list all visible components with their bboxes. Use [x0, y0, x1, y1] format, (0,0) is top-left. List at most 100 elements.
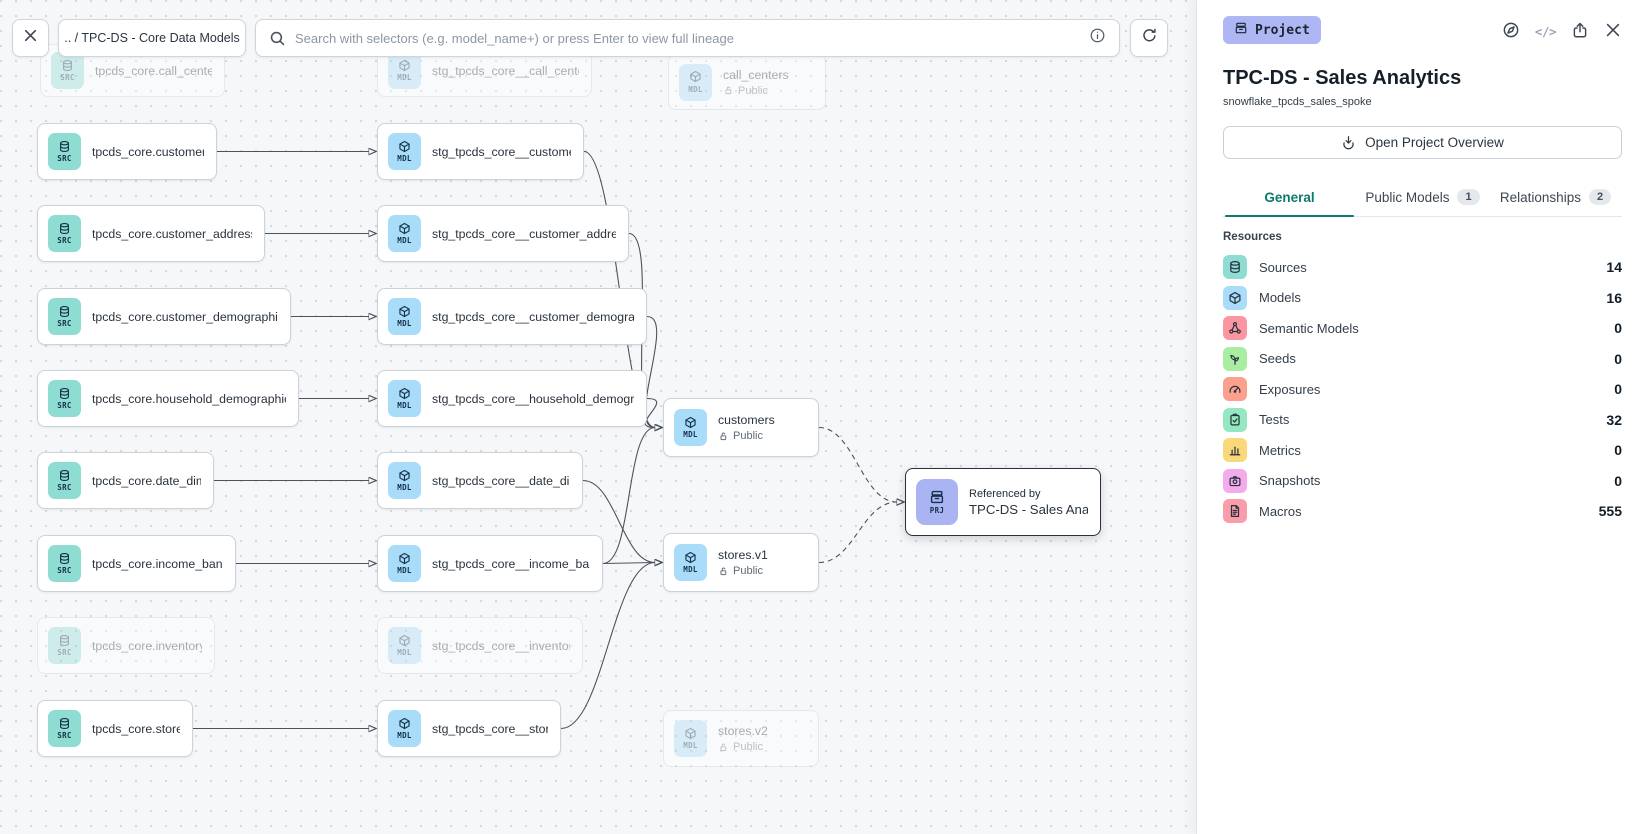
node-label: tpcds_core.customer_demographics [92, 309, 278, 324]
unlock-icon [718, 431, 729, 442]
share-icon [1571, 21, 1589, 42]
panel-header: Project </> [1223, 0, 1622, 44]
cube-icon: MDL [388, 215, 421, 252]
tab-label: General [1264, 189, 1315, 205]
unlock-icon [723, 85, 734, 96]
node-label: stg_tpcds_core__call_center [432, 63, 579, 78]
edge-stg_income_band-to-customers [602, 428, 655, 565]
search-input[interactable] [295, 30, 1080, 46]
node-label: stg_tpcds_core__customer [432, 144, 571, 159]
refresh-button[interactable] [1130, 19, 1168, 57]
project-icon [1234, 21, 1248, 39]
database-icon: SRC [48, 710, 81, 747]
explore-compass-button[interactable] [1502, 21, 1520, 42]
lineage-node-src_income_band[interactable]: SRC tpcds_core.income_band [37, 535, 236, 592]
lineage-node-stg_customer_address[interactable]: MDL stg_tpcds_core__customer_address [377, 205, 629, 262]
resource-count: 32 [1606, 411, 1622, 428]
resource-label: Macros [1259, 503, 1302, 519]
tab-label: Relationships [1499, 189, 1581, 205]
close-lineage-button[interactable] [12, 19, 49, 57]
node-label: stg_tpcds_core__inventory [432, 638, 570, 653]
resource-type-badge: Project [1223, 16, 1321, 44]
cube-icon: MDL [679, 63, 712, 101]
resource-count: 0 [1614, 320, 1622, 337]
code-icon: </> [1534, 24, 1557, 39]
clipboard-check-icon [1223, 407, 1247, 432]
node-label: tpcds_core.customer [92, 144, 204, 159]
panel-actions: </> [1502, 16, 1622, 42]
tab-general[interactable]: General [1223, 180, 1356, 217]
info-icon[interactable] [1089, 27, 1106, 49]
compass-icon [1502, 21, 1520, 42]
resource-label: Seeds [1259, 351, 1296, 367]
cube-icon: MDL [388, 298, 421, 335]
tab-label: Public Models [1365, 189, 1450, 205]
node-label: TPC-DS - Sales Analytics [969, 501, 1088, 517]
edge-stg_date_dim-to-stores_v1 [582, 479, 655, 563]
breadcrumb[interactable]: .. / TPC-DS - Core Data Models [58, 19, 246, 57]
lineage-node-stg_customer_demographics[interactable]: MDL stg_tpcds_core__customer_demogra… [377, 288, 647, 345]
cube-icon: MDL [388, 380, 421, 417]
project-subtitle: snowflake_tpcds_sales_spoke [1223, 96, 1372, 108]
node-label: tpcds_core.customer_address [92, 226, 252, 241]
node-label: tpcds_core.inventory [92, 638, 202, 653]
document-icon [1223, 499, 1247, 524]
project-detail-panel: Project </> TPC-DS - Sales Analytics sno… [1196, 0, 1648, 834]
open-project-overview-button[interactable]: Open Project Overview [1223, 126, 1622, 159]
node-label: stg_tpcds_core__customer_address [432, 226, 616, 241]
database-icon: SRC [48, 298, 81, 335]
code-view-button[interactable]: </> [1534, 24, 1557, 39]
node-label: stg_tpcds_core__customer_demogra… [432, 309, 634, 324]
search-bar [255, 19, 1120, 57]
close-icon [1604, 21, 1622, 42]
resource-label: Metrics [1259, 442, 1301, 458]
unlock-icon [718, 566, 729, 577]
tab-count-badge: 1 [1457, 189, 1480, 205]
cube-icon: MDL [388, 462, 421, 499]
refresh-icon [1141, 27, 1158, 49]
resource-row-seeds[interactable]: Seeds 0 [1223, 344, 1622, 375]
node-visibility: Public [718, 565, 768, 577]
cube-icon [1223, 285, 1247, 310]
share-button[interactable] [1571, 21, 1589, 42]
resource-count: 0 [1614, 350, 1622, 367]
cube-icon: MDL [388, 52, 421, 89]
cube-icon: MDL [388, 545, 421, 582]
database-icon: SRC [48, 545, 81, 582]
lineage-node-src_customer_demographics[interactable]: SRC tpcds_core.customer_demographics [37, 288, 291, 345]
camera-icon [1223, 468, 1247, 493]
node-visibility: Public [723, 85, 789, 97]
node-label: stg_tpcds_core__store [432, 721, 548, 736]
tab-public-models[interactable]: Public Models 1 [1356, 180, 1489, 216]
node-label: tpcds_core.income_band [92, 556, 223, 571]
close-panel-button[interactable] [1604, 21, 1622, 42]
